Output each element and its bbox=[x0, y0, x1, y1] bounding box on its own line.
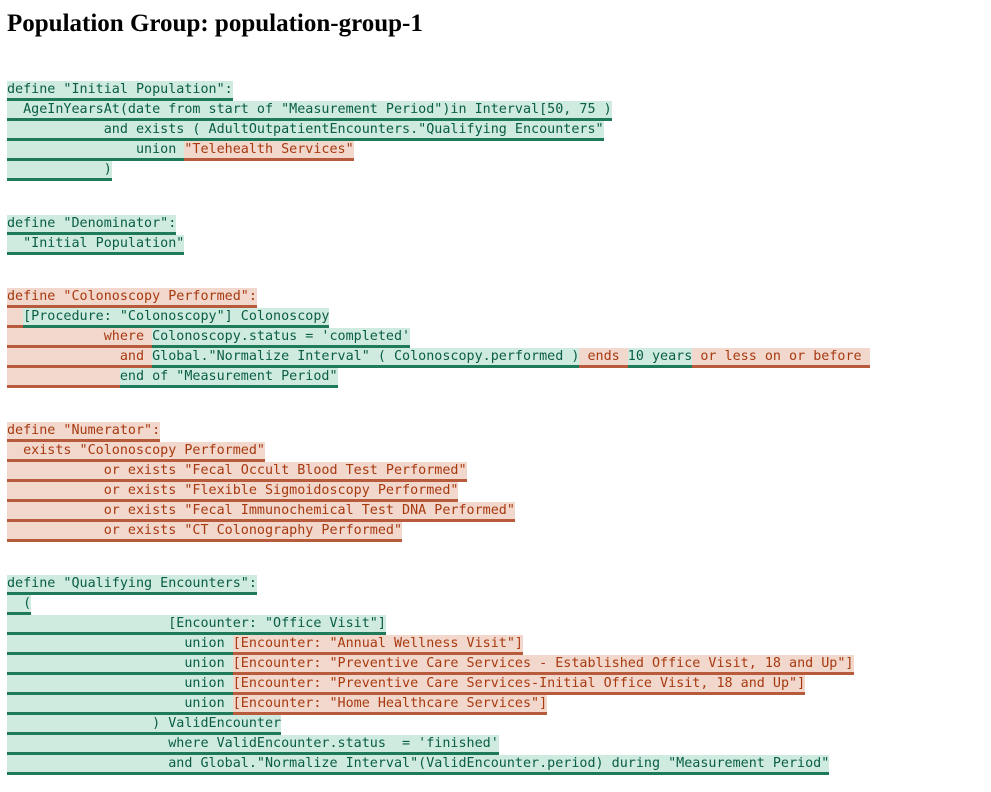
code-line: union [Encounter: "Annual Wellness Visit… bbox=[7, 635, 854, 655]
code-line: ( bbox=[7, 595, 854, 615]
code-line: union [Encounter: "Preventive Care Servi… bbox=[7, 655, 854, 675]
covered-segment: ) ValidEncounter bbox=[7, 715, 282, 735]
covered-segment: AgeInYearsAt(date from start of "Measure… bbox=[7, 101, 612, 121]
code-line: union [Encounter: "Preventive Care Servi… bbox=[7, 675, 854, 695]
covered-segment: Global."Normalize Interval" ( Colonoscop… bbox=[152, 348, 580, 368]
code-line: and exists ( AdultOutpatientEncounters."… bbox=[7, 121, 612, 141]
code-line: or exists "Fecal Occult Blood Test Perfo… bbox=[7, 462, 515, 482]
define-qualifying-encounters: define "Qualifying Encounters": ( [Encou… bbox=[7, 575, 854, 775]
uncovered-segment: [Encounter: "Preventive Care Services - … bbox=[232, 655, 854, 675]
code-line: ) ValidEncounter bbox=[7, 715, 854, 735]
uncovered-segment: where bbox=[7, 328, 153, 348]
define-denominator: define "Denominator": "Initial Populatio… bbox=[7, 215, 185, 255]
uncovered-segment: and bbox=[7, 348, 153, 368]
covered-segment: [Encounter: "Office Visit"] bbox=[7, 615, 386, 635]
uncovered-segment: or less on or before bbox=[692, 348, 870, 368]
uncovered-segment bbox=[7, 308, 24, 328]
code-line: define "Qualifying Encounters": bbox=[7, 575, 854, 595]
code-line: and Global."Normalize Interval" ( Colono… bbox=[7, 348, 870, 368]
uncovered-segment: [Encounter: "Annual Wellness Visit"] bbox=[232, 635, 523, 655]
code-line: or exists "Flexible Sigmoidoscopy Perfor… bbox=[7, 482, 515, 502]
covered-segment: "Initial Population" bbox=[7, 235, 185, 255]
covered-segment: ) bbox=[7, 161, 112, 181]
define-initial-population: define "Initial Population": AgeInYearsA… bbox=[7, 81, 612, 181]
code-line: where Colonoscopy.status = 'completed' bbox=[7, 328, 870, 348]
uncovered-segment: exists "Colonoscopy Performed" bbox=[7, 442, 265, 462]
uncovered-segment: or exists "CT Colonography Performed" bbox=[7, 522, 403, 542]
code-line: or exists "Fecal Immunochemical Test DNA… bbox=[7, 502, 515, 522]
uncovered-segment: ends bbox=[579, 348, 628, 368]
covered-segment: union bbox=[7, 635, 233, 655]
code-line: [Encounter: "Office Visit"] bbox=[7, 615, 854, 635]
code-line: define "Initial Population": bbox=[7, 81, 612, 101]
covered-segment: and Global."Normalize Interval"(ValidEnc… bbox=[7, 755, 830, 775]
code-line: and Global."Normalize Interval"(ValidEnc… bbox=[7, 755, 854, 775]
uncovered-segment: define "Colonoscopy Performed": bbox=[7, 288, 257, 308]
covered-segment: Colonoscopy.status = 'completed' bbox=[152, 328, 411, 348]
covered-segment: end of "Measurement Period" bbox=[119, 368, 338, 388]
covered-segment: union bbox=[7, 141, 185, 161]
covered-segment: define "Denominator": bbox=[7, 215, 177, 235]
code-line: union "Telehealth Services" bbox=[7, 141, 612, 161]
define-numerator: define "Numerator": exists "Colonoscopy … bbox=[7, 422, 515, 542]
define-colonoscopy-performed: define "Colonoscopy Performed": [Procedu… bbox=[7, 288, 870, 388]
code-line: exists "Colonoscopy Performed" bbox=[7, 442, 515, 462]
code-line: AgeInYearsAt(date from start of "Measure… bbox=[7, 101, 612, 121]
covered-segment: [Procedure: "Colonoscopy"] Colonoscopy bbox=[23, 308, 330, 328]
uncovered-segment: define "Numerator": bbox=[7, 422, 161, 442]
code-line: define "Denominator": bbox=[7, 215, 184, 235]
covered-segment: define "Qualifying Encounters": bbox=[7, 575, 257, 595]
code-line: or exists "CT Colonography Performed" bbox=[7, 522, 515, 542]
covered-segment: union bbox=[7, 695, 233, 715]
covered-segment: 10 years bbox=[627, 348, 693, 368]
uncovered-segment: "Telehealth Services" bbox=[184, 141, 354, 161]
code-line: define "Numerator": bbox=[7, 422, 515, 442]
covered-segment: define "Initial Population": bbox=[7, 81, 233, 101]
code-line: "Initial Population" bbox=[7, 235, 185, 255]
uncovered-segment: [Encounter: "Home Healthcare Services"] bbox=[232, 695, 548, 715]
code-line: [Procedure: "Colonoscopy"] Colonoscopy bbox=[7, 308, 870, 328]
covered-segment: union bbox=[7, 655, 233, 675]
uncovered-segment: [Encounter: "Preventive Care Services-In… bbox=[232, 675, 806, 695]
code-line: ) bbox=[7, 161, 612, 181]
uncovered-segment bbox=[7, 368, 120, 388]
uncovered-segment: or exists "Fecal Occult Blood Test Perfo… bbox=[7, 462, 467, 482]
page-title: Population Group: population-group-1 bbox=[7, 10, 423, 37]
covered-segment: ( bbox=[7, 595, 32, 615]
uncovered-segment: or exists "Fecal Immunochemical Test DNA… bbox=[7, 502, 515, 522]
code-line: define "Colonoscopy Performed": bbox=[7, 288, 870, 308]
code-line: end of "Measurement Period" bbox=[7, 368, 870, 388]
covered-segment: where ValidEncounter.status = 'finished' bbox=[7, 735, 499, 755]
covered-segment: and exists ( AdultOutpatientEncounters."… bbox=[7, 121, 604, 141]
uncovered-segment: or exists "Flexible Sigmoidoscopy Perfor… bbox=[7, 482, 459, 502]
code-line: where ValidEncounter.status = 'finished' bbox=[7, 735, 854, 755]
covered-segment: union bbox=[7, 675, 233, 695]
code-line: union [Encounter: "Home Healthcare Servi… bbox=[7, 695, 854, 715]
